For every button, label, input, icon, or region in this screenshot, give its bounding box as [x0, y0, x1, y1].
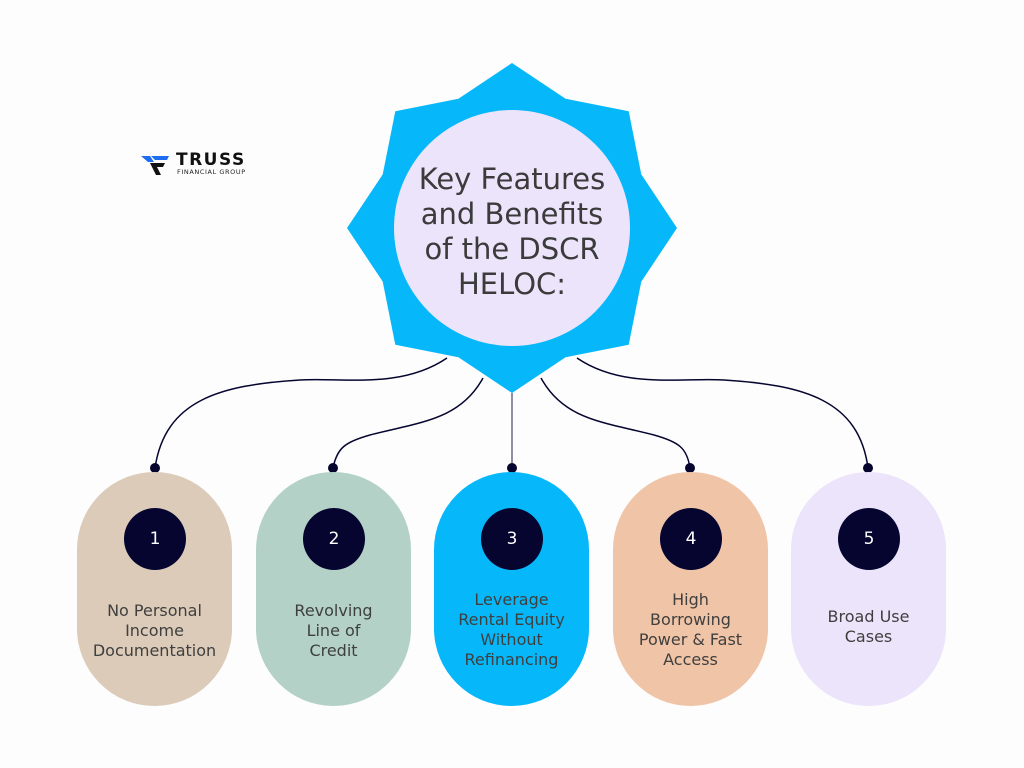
feature-label-line: Revolving: [294, 601, 373, 620]
connector-dot-1: [150, 463, 160, 473]
center-title: Key Features and Benefits of the DSCR HE…: [392, 162, 632, 302]
connector-dots: [150, 463, 873, 473]
feature-number-badge: 3: [481, 508, 543, 570]
logo-name: TRUSS: [176, 150, 246, 170]
feature-label-line: Documentation: [92, 641, 217, 660]
truss-logo: TRUSS FINANCIAL GROUP: [141, 151, 261, 179]
connector-dot-3: [507, 463, 517, 473]
truss-chevron-logo-icon: [141, 156, 169, 175]
feature-label-line: Borrowing: [650, 610, 731, 629]
connector-line-5: [576, 357, 869, 469]
feature-label-line: Leverage: [474, 590, 549, 609]
feature-label-line: Cases: [844, 627, 893, 646]
feature-number-badge: 4: [660, 508, 722, 570]
connector-dot-2: [328, 463, 338, 473]
feature-label-line: High: [672, 590, 709, 609]
feature-label-line: Credit: [309, 641, 358, 660]
feature-label-line: Refinancing: [464, 650, 559, 669]
connector-dot-5: [863, 463, 873, 473]
connector-dot-4: [685, 463, 695, 473]
feature-label-line: Power & Fast: [638, 630, 743, 649]
connectors: [154, 357, 869, 469]
center-circle: [394, 110, 630, 346]
feature-label-line: No Personal: [107, 601, 202, 620]
feature-label-line: Rental Equity: [458, 610, 565, 629]
feature-label-line: Line of: [306, 621, 361, 640]
connector-line-1: [154, 357, 448, 469]
title-line: of the DSCR: [424, 232, 600, 266]
feature-number-badge: 2: [303, 508, 365, 570]
feature-number-badge: 5: [838, 508, 900, 570]
feature-label-line: Without: [480, 630, 543, 649]
feature-label-line: Broad Use: [827, 607, 910, 626]
title-line: and Benefits: [420, 197, 604, 231]
connector-line-4: [540, 377, 691, 469]
feature-number-badge: 1: [124, 508, 186, 570]
logo-subtitle: FINANCIAL GROUP: [177, 168, 246, 176]
feature-label-line: Income: [125, 621, 184, 640]
title-line: Key Features: [418, 162, 606, 196]
connector-line-2: [332, 377, 484, 469]
title-line: HELOC:: [457, 267, 567, 301]
feature-label-line: Access: [663, 650, 718, 669]
